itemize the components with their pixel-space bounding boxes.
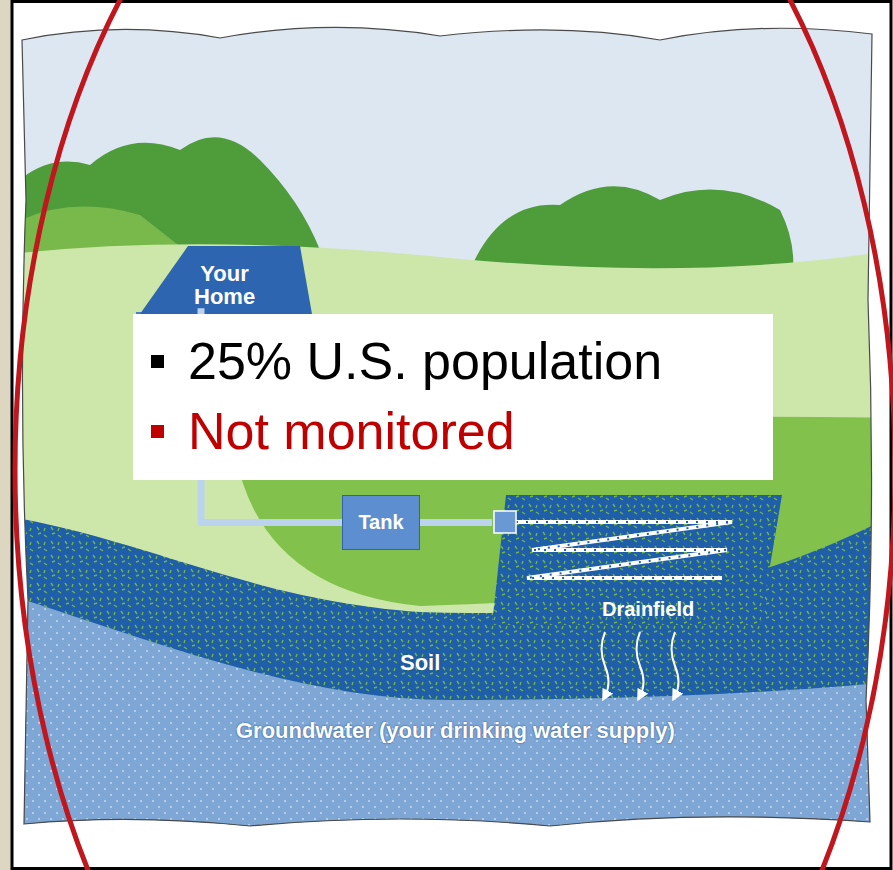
ground — [0, 244, 893, 870]
soil-band: Soil — [400, 650, 440, 676]
distribution-box — [494, 511, 516, 533]
pipe-connector — [420, 519, 492, 526]
bullet-text: Not monitored — [188, 396, 515, 466]
house-roof-label: Your Home — [191, 262, 258, 308]
septic-tank: Tank — [342, 495, 420, 550]
drainfield-label: Drainfield — [602, 598, 782, 621]
groundwater-layer — [0, 592, 893, 870]
sketch-frame — [22, 27, 872, 826]
seepage-arrows — [602, 632, 679, 696]
drainfield: Drainfield — [492, 495, 782, 625]
callout-box: 25% U.S. populationNot monitored — [133, 314, 773, 480]
bullet-text: 25% U.S. population — [188, 326, 662, 396]
bullet-square — [151, 425, 164, 438]
soil-label: Soil — [400, 650, 440, 676]
groundwater-label: Groundwater (your drinking water supply) — [236, 718, 675, 744]
perforated-pipe — [516, 522, 732, 578]
tank-label: Tank — [358, 511, 403, 534]
house-label: Your Home — [194, 262, 255, 308]
house-roof — [140, 246, 312, 314]
groundwater-band: Groundwater (your drinking water supply) — [236, 718, 675, 744]
highlight-ellipse — [15, 0, 893, 870]
side-strip — [0, 0, 11, 870]
slide-border — [12, 2, 891, 869]
drainfield-bed — [492, 495, 782, 625]
bullet-square — [151, 355, 164, 368]
pipe-holes — [516, 522, 732, 578]
